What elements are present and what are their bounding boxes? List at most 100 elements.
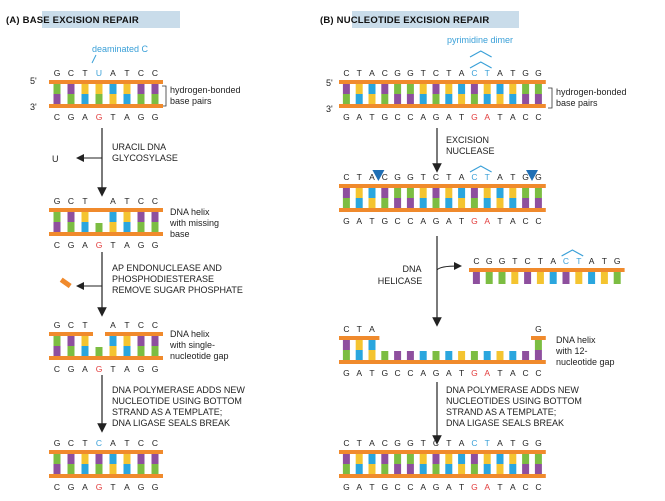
panel-b-helix-1-bottom-base [509, 94, 517, 104]
panel-b-helix-1-bottom-letter: A [484, 112, 490, 122]
panel-b-helix-2-bottom-base [483, 198, 491, 208]
panel-a-removed-base: U [52, 154, 59, 164]
panel-b-helix-2-top-base [470, 188, 478, 198]
panel-b-helix-4-top-letter: T [421, 438, 426, 448]
panel-a-helix-3-top-letter: T [82, 320, 87, 330]
panel-b-helix-4-bottom-base [496, 464, 504, 474]
panel-a-helix-4-bottom-letter: A [82, 482, 88, 492]
panel-a-helix-1-top-base [109, 84, 117, 94]
panel-a-helix-1-bottom-letter: G [138, 112, 145, 122]
panel-b-helix-2-bottom-base [381, 198, 389, 208]
panel-b-helix-2-top-base [419, 188, 427, 198]
panel-b-helix-1-top-letter: C [382, 68, 388, 78]
panel-b-helix-1-top-base [355, 84, 363, 94]
panel-b-helix-2-bottom-letter: G [343, 216, 350, 226]
panel-a-helix-3-top-base [123, 336, 131, 346]
panel-a-helix-4-bottom-base [67, 464, 75, 474]
panel-b-helix-1-bottom-base [394, 94, 402, 104]
panel-b-helix-3-top-letter: T [357, 324, 362, 334]
panel-b-helix-2-top-base [534, 188, 542, 198]
panel-b-helix-4-top-letter: G [535, 438, 542, 448]
panel-b-helix-3-bottom-letter: A [446, 368, 452, 378]
panel-b-helix-4-top-letter: T [510, 438, 515, 448]
panel-a-helix-1-bottom-base [123, 94, 131, 104]
panel-b-bp-label-1: hydrogen-bonded [556, 87, 627, 97]
panel-b-helix-1-bottom-letter: G [381, 112, 388, 122]
panel-b-helix-3-bottom-letter: G [471, 368, 478, 378]
panel-a-helix-4-top-base [109, 454, 117, 464]
panel-a-helix-1-top-base [137, 84, 145, 94]
panel-b-helix-1-top-base [534, 84, 542, 94]
panel-b-header-bg [352, 11, 519, 28]
panel-a-helix-2-bottom-backbone [49, 232, 163, 236]
panel-a-helix-3-top-base [53, 336, 61, 346]
panel-a-helix-2-top-letter: T [82, 196, 87, 206]
panel-b-helix-3-top-backbone-right [531, 336, 546, 340]
panel-b-helix-2-top-letter: T [446, 172, 451, 182]
panel-b-excised-fragment-letter: A [550, 256, 556, 266]
panel-a-helix-3-bottom-base [95, 347, 103, 356]
panel-a-helix-2-bottom-letter: T [110, 240, 115, 250]
panel-a-helix-3-bottom-letter: A [124, 364, 130, 374]
panel-b-helix-1-top-letter: C [471, 68, 477, 78]
panel-a-helix-3-top-letter: C [152, 320, 158, 330]
panel-b-helix-4-bottom-letter: A [420, 482, 426, 492]
panel-a-helix-3-top-letter: T [124, 320, 129, 330]
panel-b-helix-4-bottom-base [381, 464, 389, 474]
panel-a-helix-4-bottom-backbone [49, 474, 163, 478]
panel-a-helix-2-top-base [67, 212, 75, 222]
panel-b-helix-4-top-letter: C [382, 438, 388, 448]
panel-a-helix-1-bottom-base [81, 94, 89, 104]
panel-a-helix-4-top-backbone [49, 450, 163, 454]
panel-a-helix-2-bottom-letter: A [124, 240, 130, 250]
panel-a-helix-1-top-letter: T [82, 68, 87, 78]
panel-b-helix-4-top-letter: C [343, 438, 349, 448]
panel-b-helix-3-bottom-letter: T [459, 368, 464, 378]
panel-a-helix-4-bottom-letter: C [54, 482, 60, 492]
panel-a-helix-4-bottom-base [137, 464, 145, 474]
panel-b-helix-2-top-base [406, 188, 414, 198]
panel-b-excised-fragment-letter: G [486, 256, 493, 266]
panel-b-helix-4-bottom-letter: C [523, 482, 529, 492]
panel-a-helix-2-bottom-base [123, 222, 131, 232]
panel-b-helix-3-top-base [368, 340, 376, 350]
panel-b-excised-fragment-letter: A [589, 256, 595, 266]
panel-a-helix-2-top-letter: T [124, 196, 129, 206]
panel-a-helix-3-top-backbone [49, 332, 93, 336]
panel-b-helix-2-bottom-base [534, 198, 542, 208]
panel-a-annot: deaminated C [92, 44, 149, 54]
panel-a-helix-3-bottom-base [81, 346, 89, 356]
panel-a-helix-4-top-base [137, 454, 145, 464]
panel-a-helix-4-top-base [67, 454, 75, 464]
panel-b-helix-2-top-base [483, 188, 491, 198]
panel-b-helix-4-bottom-backbone [339, 474, 546, 478]
panel-b-cut-marker-right [526, 170, 538, 181]
panel-b-helix-1-top-letter: G [535, 68, 542, 78]
panel-b-helix-2-bottom-base [368, 198, 376, 208]
panel-a-step1-line1: URACIL DNA [112, 142, 166, 152]
panel-b-helix-2-top-letter: C [471, 172, 477, 182]
panel-b-helix-3-top-letter: G [535, 324, 542, 334]
panel-b-helix-3-bottom-letter: G [343, 368, 350, 378]
panel-b-helix-2-top-letter: G [522, 172, 529, 182]
panel-a-helix-1-top-letter: A [110, 68, 116, 78]
panel-b-helix-1-bottom-backbone [339, 104, 546, 108]
panel-a-helix-1-bottom-base [67, 94, 75, 104]
panel-b-annot-caret [469, 50, 492, 58]
panel-b-excised-fragment-base [588, 272, 596, 284]
panel-b-helix-1-bottom-base [355, 94, 363, 104]
panel-b-helix-2-top-base [432, 188, 440, 198]
panel-b-helix-3-bottom-letter: T [497, 368, 502, 378]
panel-b-helix-1-bottom-letter: C [523, 112, 529, 122]
panel-a-helix-1-bottom-base [53, 94, 61, 104]
panel-b-helix-4-bottom-base [522, 464, 530, 474]
panel-b-excised-fragment-letter: T [512, 256, 517, 266]
panel-a-h3-label-2: with single- [169, 340, 215, 350]
panel-b-helix-1-top-base [445, 84, 453, 94]
panel-b-helix-1-top-letter: A [497, 68, 503, 78]
panel-b-helix-3-bottom-base [419, 351, 427, 360]
panel-b-helix-1-bottom-letter: G [343, 112, 350, 122]
